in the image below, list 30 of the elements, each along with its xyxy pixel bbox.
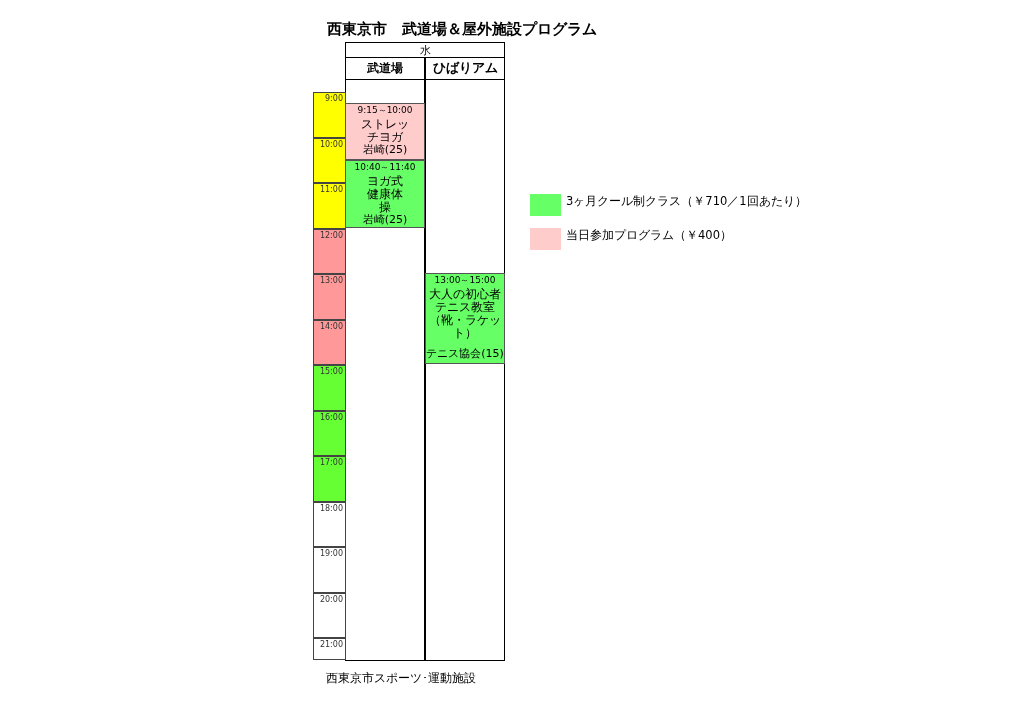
title: 西東京市 武道場＆屋外施設プログラム: [326, 20, 598, 39]
time-slot: 14:00: [313, 319, 346, 365]
time-slot: 16:00: [313, 410, 346, 456]
legend-text: 3ヶ月クール制クラス（￥710／1回あたり）: [566, 194, 807, 209]
program-block: [425, 273, 505, 364]
time-slot: 18:00: [313, 501, 346, 547]
time-slot: 17:00: [313, 456, 346, 502]
time-slot: 20:00: [313, 592, 346, 638]
program-name: 大人の初心者テニス教室（靴・ラケット）: [428, 288, 502, 340]
legend-text: 当日参加プログラム（￥400）: [566, 228, 732, 243]
column-header: 水: [345, 42, 505, 58]
program-name: ヨガ式健康体操: [366, 175, 404, 214]
instructor-capacity: 岩崎(25): [362, 214, 408, 226]
time-range: 10:40～11:40: [354, 162, 416, 173]
footer-note: 西東京市スポーツ･運動施設: [326, 671, 476, 686]
time-slot: 11:00: [313, 183, 346, 229]
time-slot: 21:00: [313, 638, 346, 660]
time-slot: 10:00: [313, 137, 346, 183]
time-slot: 9:00: [313, 92, 346, 138]
time-slot: 13:00: [313, 274, 346, 320]
time-slot: 15:00: [313, 365, 346, 411]
program-block: [345, 103, 425, 160]
time-range: 9:15～10:00: [357, 105, 413, 116]
program-block: [345, 160, 425, 228]
program-name: ストレッチヨガ: [360, 118, 410, 144]
time-slot: 19:00: [313, 547, 346, 593]
time-slot: 12:00: [313, 228, 346, 274]
instructor-capacity: テニス協会(15): [426, 348, 504, 360]
instructor-capacity: 岩崎(25): [362, 144, 408, 156]
time-range: 13:00～15:00: [434, 275, 496, 286]
